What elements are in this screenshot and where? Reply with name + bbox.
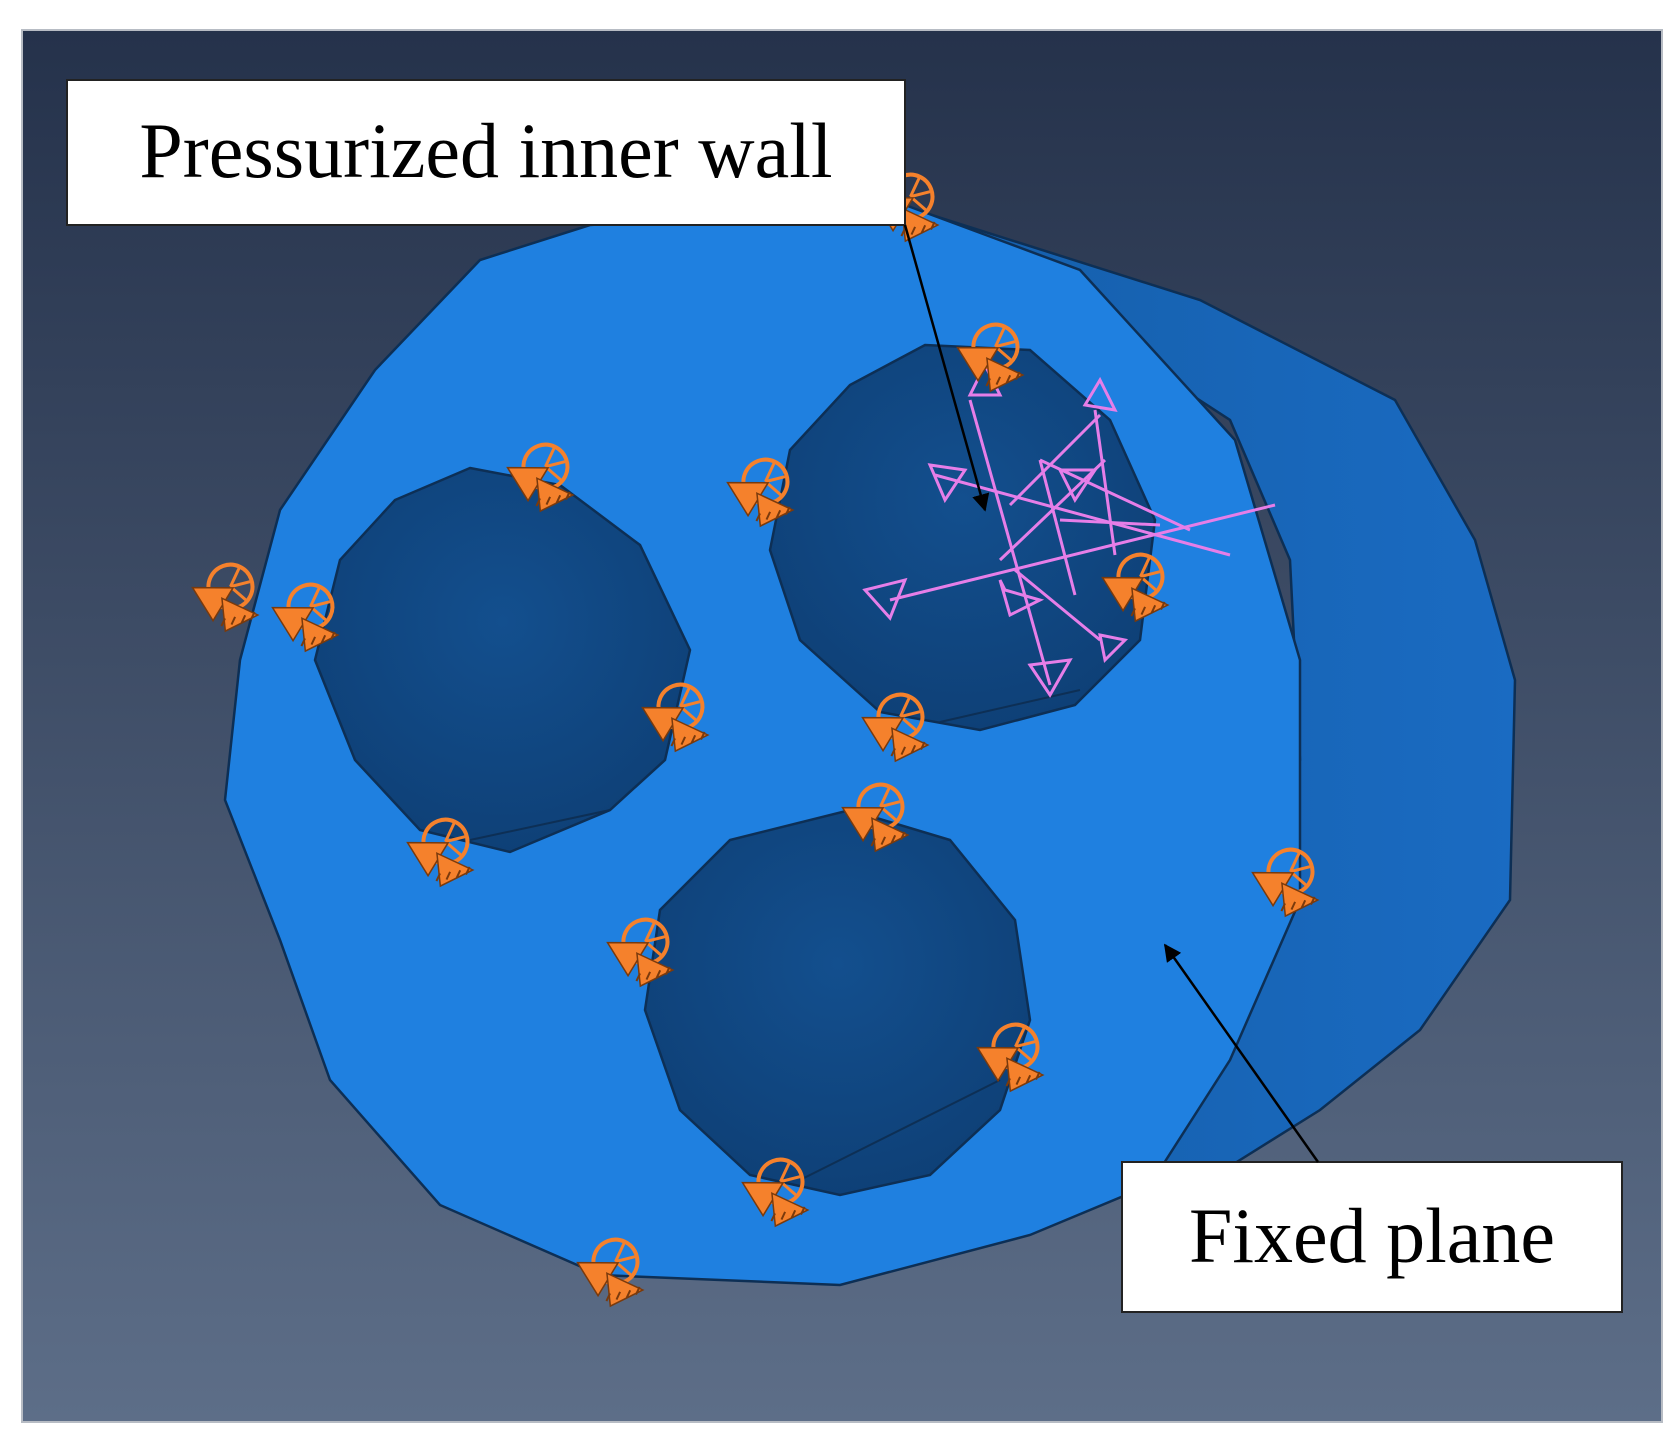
fixed-boundary-condition-icon	[406, 817, 475, 888]
fixed-boundary-condition-icon	[641, 682, 710, 753]
pressure-callout-arrow	[903, 224, 990, 512]
fixed-constraint-symbols	[191, 172, 1320, 1308]
hole-bottom	[643, 808, 1032, 1197]
fixed-callout-arrow	[1163, 943, 1320, 1163]
fixed-boundary-condition-icon	[1251, 847, 1320, 918]
fixed-boundary-condition-icon	[506, 442, 575, 513]
fixed-boundary-condition-icon	[606, 917, 675, 988]
fixed-boundary-condition-icon	[976, 1022, 1045, 1093]
fixed-boundary-condition-icon	[576, 1237, 645, 1308]
fixed-callout-box	[1121, 1161, 1623, 1313]
fixed-boundary-condition-icon	[726, 457, 795, 528]
fixed-callout-label: Fixed plane	[1189, 1192, 1555, 1279]
fixed-boundary-condition-icon	[861, 692, 930, 763]
fixed-boundary-condition-icon	[956, 322, 1025, 393]
hole-bottom-inner-edge	[799, 1079, 1001, 1181]
fixed-boundary-condition-icon	[841, 782, 910, 853]
cylinder-side-surface	[899, 203, 1517, 1202]
hole-upper-right-pressurized	[768, 343, 1157, 732]
hole-left	[313, 466, 692, 854]
pressure-callout-label: Pressurized inner wall	[139, 107, 832, 194]
hole-upper-right-inner-edge	[939, 689, 1081, 723]
fixed-boundary-condition-icon	[191, 562, 260, 633]
fixed-boundary-condition-icon	[741, 1157, 810, 1228]
hole-left-inner-edge	[469, 809, 611, 841]
pressure-callout-box	[66, 79, 906, 226]
fixed-boundary-condition-icon	[1101, 552, 1170, 623]
pressure-load-arrows	[862, 361, 1276, 698]
fixed-boundary-condition-icon	[271, 582, 340, 653]
